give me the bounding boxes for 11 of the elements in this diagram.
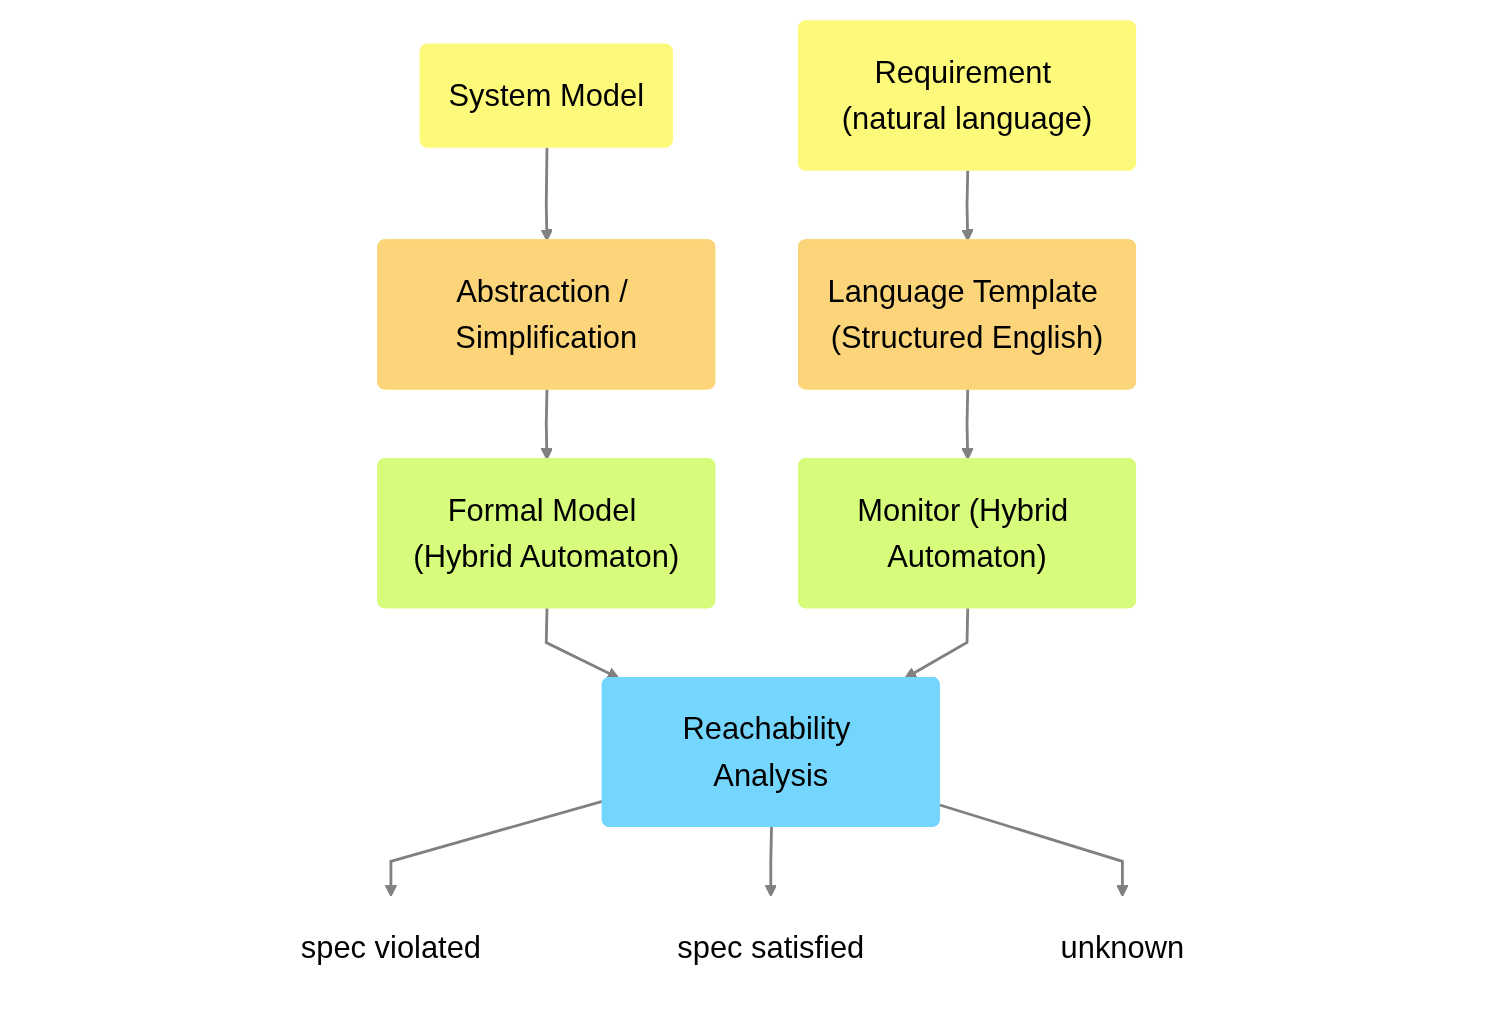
node-text: unknown — [1060, 929, 1185, 965]
node-text: spec satisfied — [677, 929, 865, 965]
arrow — [764, 826, 777, 897]
node-text: spec violated — [300, 929, 481, 965]
arrow — [540, 388, 553, 460]
arrow — [544, 607, 620, 679]
arrow — [540, 146, 553, 241]
arrow — [961, 170, 974, 241]
arrow — [904, 607, 970, 679]
arrow — [939, 803, 1129, 897]
arrow — [961, 388, 974, 460]
